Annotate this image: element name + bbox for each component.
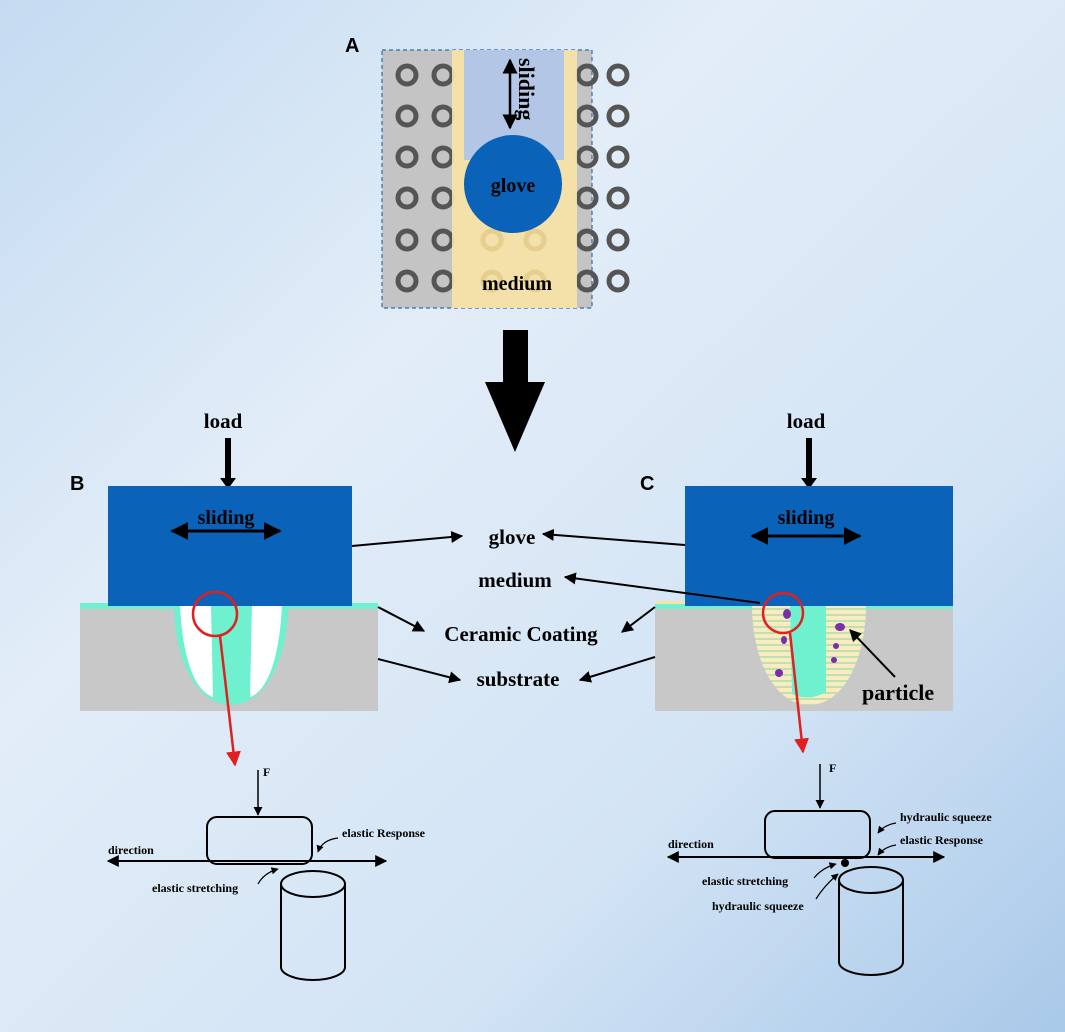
arrow-glove-b [351,531,464,547]
cylinder-top-c [838,866,904,894]
zoom-arrow-c [788,632,809,754]
ring-icon-faint [480,228,504,252]
arrow-substrate-b [377,658,462,684]
ring-icon [395,104,419,128]
ring-icon [606,228,630,252]
cylinder-body-b [280,884,346,981]
glove-block-b [108,486,352,606]
panel-b: load sliding [80,409,378,767]
medium-center-label: medium [478,568,552,592]
direction-label-c: direction [668,837,714,851]
ring-icon [395,63,419,87]
load-arrow-c-head [801,478,817,489]
load-arrow-b-head [220,478,236,489]
force-label-c: F [829,761,836,775]
load-label-b: load [204,409,243,433]
elastic-stretching-arrow-c [813,862,837,879]
hydraulic-squeeze-bottom-label: hydraulic squeeze [712,899,804,913]
panel-label-c: C [640,473,654,495]
load-label-c: load [787,409,826,433]
glove-ball [464,135,562,233]
elastic-response-label-b: elastic Response [342,826,426,840]
zoom-arrow-b [218,635,241,767]
sliding-label-c: sliding [778,507,835,529]
ring-icon [606,145,630,169]
ring-icon-faint [480,269,504,293]
elastic-response-label-c: elastic Response [900,833,984,847]
arrow-ceramic-b [377,606,426,632]
medium-droplet-c [841,859,849,867]
sliding-label-a: sliding [514,58,539,120]
panel-label-a: A [345,35,359,57]
glove-label-a: glove [491,175,536,197]
ring-icon [606,104,630,128]
pit-void-left-b [180,605,213,697]
cylinder-top-b [280,870,346,898]
panel-c: load sliding particle [655,409,953,754]
elastic-stretching-arrow-b [257,867,279,885]
sliding-label-b: sliding [198,507,255,529]
panel-a: sliding glove medium [381,49,630,309]
ring-icon [395,228,419,252]
highlight-circle-b [191,590,239,638]
center-labels: glove medium Ceramic Coating substrate [351,525,761,691]
ring-icon [575,269,599,293]
force-label-b: F [263,765,270,779]
hydraulic-squeeze-top-arrow [877,822,897,834]
ring-icon [395,145,419,169]
hydraulic-squeeze-top-label: hydraulic squeeze [900,810,992,824]
highlight-circle-c [761,591,805,635]
ring-icon-faint [523,269,547,293]
ring-icon-faint [523,228,547,252]
medium-label-a: medium [482,273,552,295]
elastic-stretching-label-c: elastic stretching [702,874,788,888]
ring-icon [575,186,599,210]
elastic-response-arrow-c [877,844,897,856]
substrate-center-label: substrate [477,667,560,691]
ring-icon [606,269,630,293]
direction-label-b: direction [108,843,154,857]
arrow-glove-c [541,528,686,546]
ring-grid [395,63,630,293]
cylinder-body-c [838,880,904,976]
particle-label: particle [862,680,934,705]
arrow-medium-c [563,572,761,604]
ring-icon [395,186,419,210]
ring-icon [575,228,599,252]
ring-icon [575,145,599,169]
particle-arrow [849,629,896,678]
pit-core-c [790,605,826,698]
arrow-substrate-c [578,656,656,683]
ring-icon [575,104,599,128]
hydraulic-squeeze-bottom-arrow [815,873,839,900]
ring-icon [575,63,599,87]
ceramic-center-label: Ceramic Coating [444,622,598,646]
glove-center-label: glove [489,525,536,549]
panel-label-b: B [70,473,84,495]
ring-icon [606,186,630,210]
pit-void-right-b [250,605,282,697]
particles-c [775,609,845,677]
glove-block-c [685,486,953,606]
ring-icon [395,269,419,293]
detail-b: F direction elastic Response elastic str… [106,765,426,981]
elastic-stretching-label-b: elastic stretching [152,881,238,895]
ring-icon [606,63,630,87]
ring-grid-faint [480,228,547,293]
detail-c: F direction hydraulic squeeze elastic Re… [666,761,992,976]
big-down-arrow [485,330,545,452]
arrow-ceramic-c [621,606,656,633]
elastic-response-arrow-b [316,837,339,853]
